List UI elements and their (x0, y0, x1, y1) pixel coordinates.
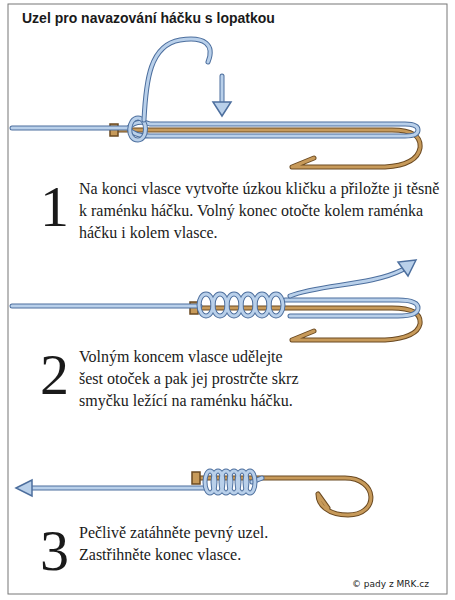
step3-figure (16, 471, 371, 515)
wrap-turn (241, 294, 255, 316)
step-block: 2Volným koncem vlasce udělejte šest otoč… (18, 346, 308, 412)
wrap-turn (199, 294, 213, 316)
wrap-turn (245, 471, 255, 493)
wrap-turn (245, 471, 255, 493)
hook (192, 472, 371, 515)
direction-arrow (213, 76, 231, 116)
frame (8, 4, 447, 594)
wrap-turn (269, 294, 283, 316)
wrap-turn (227, 294, 241, 316)
wrap-turn (269, 294, 283, 316)
fishing-line (12, 39, 418, 140)
step-number: 3 (40, 522, 69, 588)
step-block: © pady z MRK.cz (352, 578, 429, 590)
step-block: 3 Pečlivě zatáhněte pevný uzel. Zastřihně… (18, 522, 318, 588)
step-text: Na konci vlasce vytvořte úzkou kličku a … (79, 180, 439, 241)
step-number: 1 (40, 178, 69, 244)
step1-figure (12, 39, 420, 167)
diagram-title: Uzel pro navazování háčku s lopatkou (22, 10, 275, 26)
copyright-note: © pady z MRK.cz (352, 579, 429, 589)
wrap-turn (213, 294, 227, 316)
step-block: 1Na konci vlasce vytvořte úzkou kličku a… (18, 178, 443, 244)
wrap-turn (255, 294, 269, 316)
line-wraps (205, 471, 255, 493)
step-text: Pečlivě zatáhněte pevný uzel. Zastřihnět… (79, 524, 268, 563)
step-text: Volným koncem vlasce udělejte šest otoče… (79, 348, 298, 409)
line-wraps (199, 294, 283, 316)
step2-figure (12, 260, 420, 340)
hook (110, 124, 420, 167)
step-number: 2 (40, 346, 69, 412)
fishing-line (12, 260, 418, 316)
